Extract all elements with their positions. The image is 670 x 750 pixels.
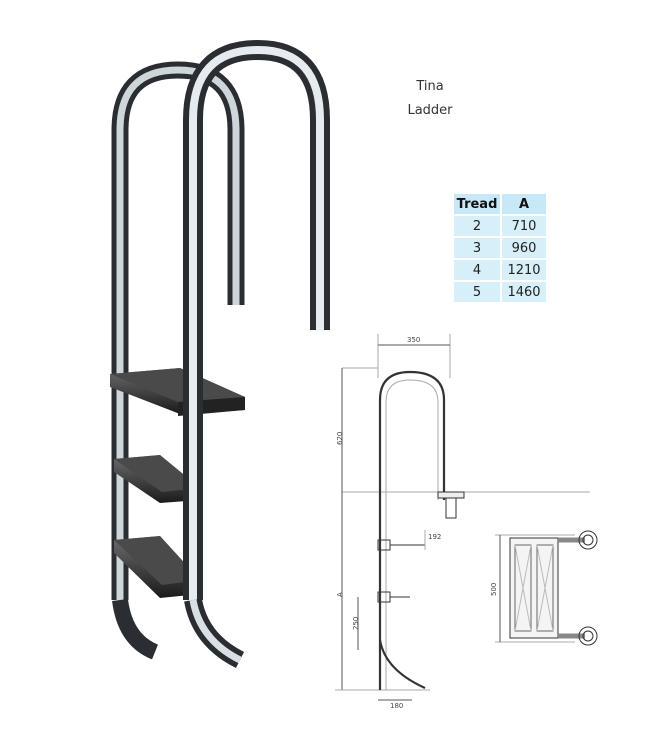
dim-height-handrail: 620 xyxy=(336,431,344,445)
dim-base-width: 180 xyxy=(390,702,404,710)
table-row: 3 960 xyxy=(454,238,546,258)
table-row: 2 710 xyxy=(454,216,546,236)
dim-step-spacing: 250 xyxy=(352,616,360,630)
cell-a: 710 xyxy=(502,216,546,236)
cell-tread: 3 xyxy=(454,238,500,258)
dim-step-depth: 500 xyxy=(490,582,498,596)
table-row: 5 1460 xyxy=(454,282,546,302)
tread-bottom xyxy=(114,536,200,598)
cell-tread: 4 xyxy=(454,260,500,280)
table-row: 4 1210 xyxy=(454,260,546,280)
column-header-tread: Tread xyxy=(454,194,500,214)
dim-depth-a: A xyxy=(336,592,344,597)
cell-a: 1210 xyxy=(502,260,546,280)
table-header-row: Tread A xyxy=(454,194,546,214)
drawing-rail-profile xyxy=(378,370,446,690)
cell-tread: 2 xyxy=(454,216,500,236)
tread-middle xyxy=(114,455,200,503)
cell-a: 960 xyxy=(502,238,546,258)
column-header-a: A xyxy=(502,194,546,214)
dim-width-top: 350 xyxy=(407,336,421,344)
product-title-line2: Ladder xyxy=(407,103,453,118)
cell-tread: 5 xyxy=(454,282,500,302)
drawing-top-view xyxy=(495,530,598,646)
dim-offset: 192 xyxy=(428,533,442,541)
product-title-line1: Tina xyxy=(416,79,444,94)
cell-a: 1460 xyxy=(502,282,546,302)
tread-size-table: Tread A 2 710 3 960 4 1210 5 1460 xyxy=(452,192,548,304)
